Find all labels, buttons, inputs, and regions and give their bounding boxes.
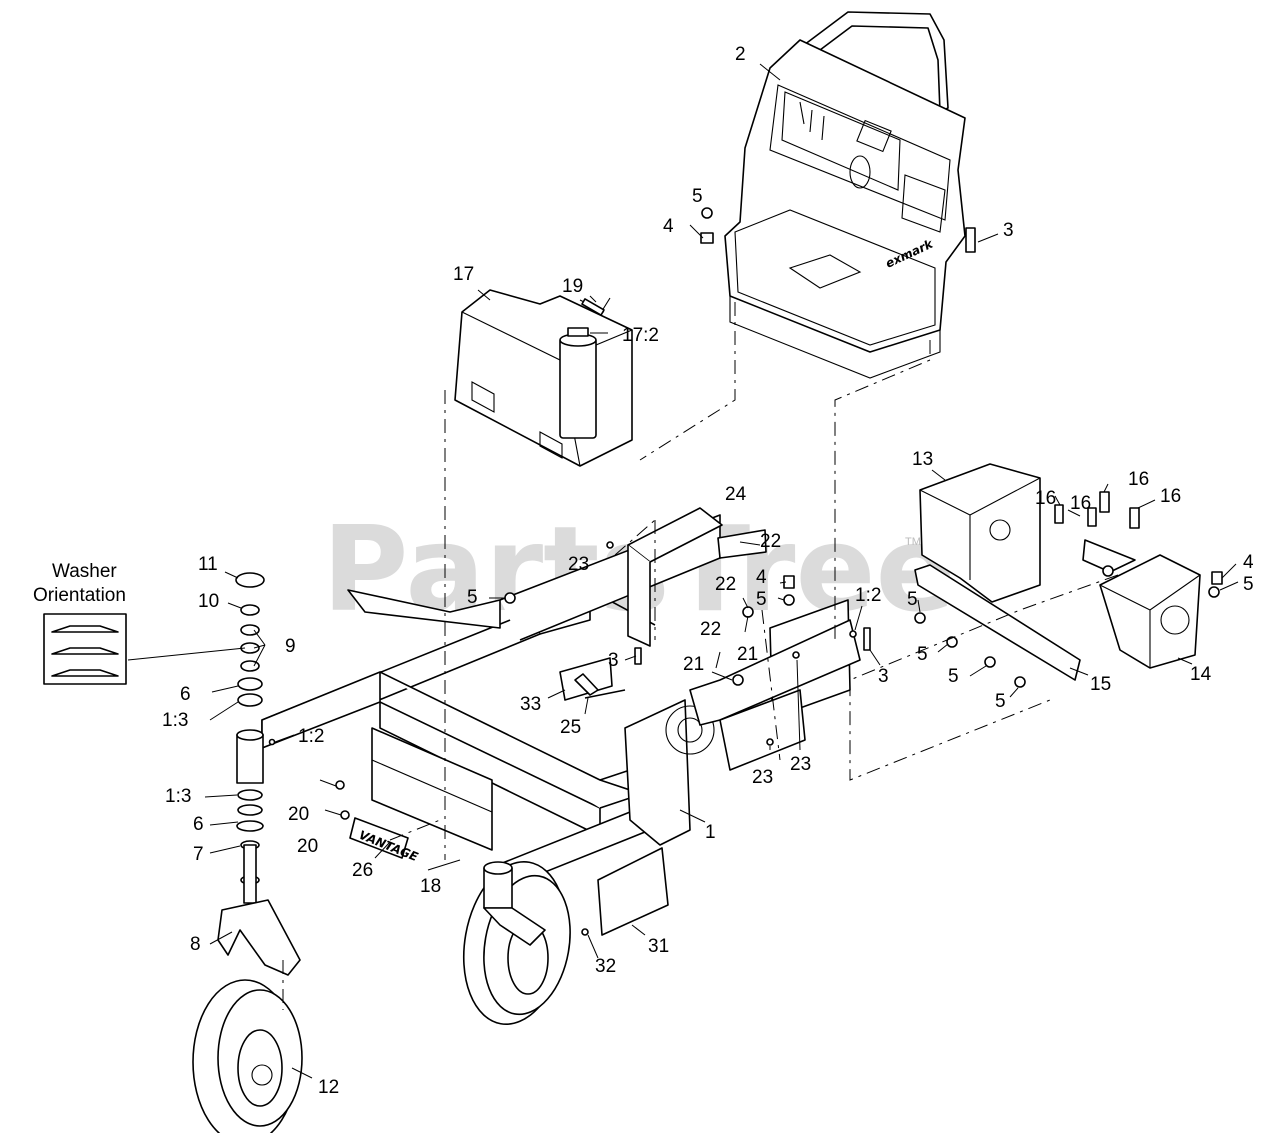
callout-c11: 11 — [198, 554, 218, 575]
right-wheel — [462, 860, 571, 1026]
callout-c32: 32 — [595, 956, 616, 977]
callout-c20b: 20 — [297, 836, 318, 857]
callout-c5b: 5 — [467, 587, 478, 608]
callout-c1: 1 — [705, 822, 716, 843]
callout-c17: 17 — [453, 264, 474, 285]
callout-c9: 9 — [285, 636, 296, 657]
callout-c22a: 22 — [760, 531, 781, 552]
callout-c3b: 3 — [608, 650, 619, 671]
callout-c7: 7 — [193, 844, 204, 865]
callout-c4b: 4 — [756, 567, 767, 588]
callout-c12: 12 — [318, 1077, 339, 1098]
callout-c13: 13 — [912, 449, 933, 470]
callout-c16b: 16 — [1070, 493, 1091, 514]
callout-c1-3a: 1:3 — [162, 710, 188, 731]
callout-c19: 19 — [562, 276, 583, 297]
assembly-lines — [282, 302, 1119, 1010]
callout-c5f: 5 — [948, 666, 959, 687]
callout-c14: 14 — [1190, 664, 1212, 685]
callout-c25: 25 — [560, 717, 581, 738]
leader-lines — [127, 63, 1239, 1079]
callout-c8: 8 — [190, 934, 201, 955]
callout-c21a: 21 — [683, 654, 704, 675]
callout-c22b: 22 — [700, 619, 721, 640]
callout-c16d: 16 — [1160, 486, 1181, 507]
callout-c5e: 5 — [917, 644, 928, 665]
callout-c1-3b: 1:3 — [165, 786, 191, 807]
callout-c23a: 23 — [568, 554, 589, 575]
callout-c16a: 16 — [1035, 488, 1056, 509]
rear-brackets — [914, 463, 1201, 681]
callout-c23c: 23 — [752, 767, 773, 788]
callout-c5g: 5 — [995, 691, 1006, 712]
callout-c31: 31 — [648, 936, 669, 957]
main-frame — [261, 507, 861, 889]
callout-c1-2a: 1:2 — [298, 726, 324, 747]
callout-c3a: 3 — [1003, 220, 1014, 241]
callout-c16c: 16 — [1128, 469, 1149, 490]
callout-c5a: 5 — [692, 186, 703, 207]
washer-orientation-legend: Washer Orientation — [33, 561, 127, 685]
callout-c23b: 23 — [790, 754, 811, 775]
callout-c15: 15 — [1090, 674, 1111, 695]
control-console: exmark — [724, 11, 966, 379]
callout-c22c: 22 — [715, 574, 736, 595]
callout-c18: 18 — [420, 876, 441, 897]
callout-c1-2b: 1:2 — [855, 585, 881, 606]
legend-title-line1: Washer — [52, 561, 117, 582]
callout-c6b: 6 — [193, 814, 204, 835]
fuel-tank — [454, 289, 633, 467]
callout-c5h: 5 — [1243, 574, 1254, 595]
callout-c2: 2 — [735, 44, 746, 65]
callout-c21b: 21 — [737, 644, 758, 665]
callout-c5d: 5 — [907, 589, 918, 610]
callout-c20a: 20 — [288, 804, 309, 825]
caster-assembly — [192, 572, 303, 1133]
callout-c26: 26 — [352, 860, 373, 881]
callout-c6a: 6 — [180, 684, 191, 705]
callout-c17-2: 17:2 — [622, 325, 659, 346]
callout-c24: 24 — [725, 484, 747, 505]
callout-c5c: 5 — [756, 589, 767, 610]
callout-c3c: 3 — [878, 666, 889, 687]
callout-c4a: 4 — [663, 216, 674, 237]
callout-c4c: 4 — [1243, 552, 1254, 573]
legend-title-line2: Orientation — [33, 585, 126, 606]
fasteners — [268, 207, 1223, 936]
watermark-mark: TM — [905, 536, 921, 548]
callout-c33: 33 — [520, 694, 541, 715]
callout-c10: 10 — [198, 591, 219, 612]
